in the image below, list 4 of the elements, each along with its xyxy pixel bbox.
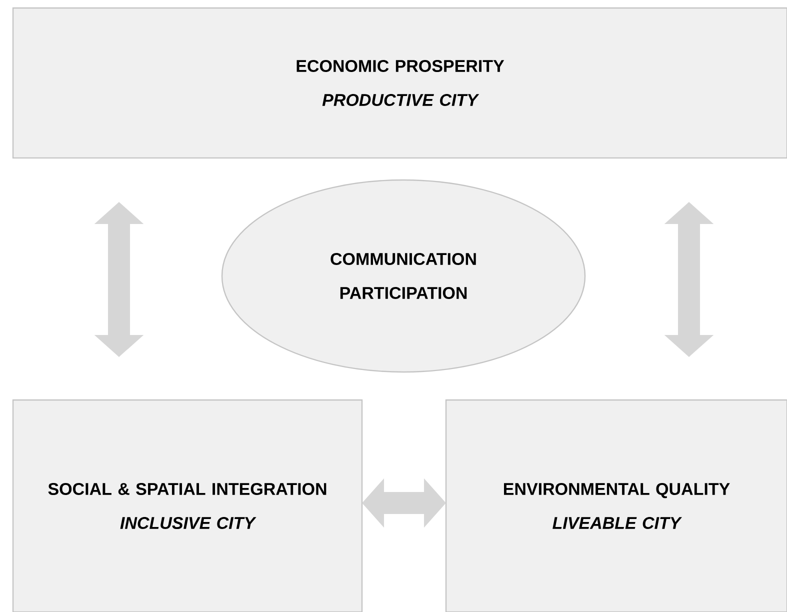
- process-box: SOCIAL & SPATIAL INTEGRATION INCLUSIVE CITY: [12, 399, 363, 612]
- process-box: ECONOMIC PROSPERITY PRODUCTIVE CITY: [12, 7, 787, 159]
- ellipse-node: COMMUNICATION PARTICIPATION: [221, 179, 586, 373]
- process-box: ENVIRONMENTAL QUALITY LIVEABLE CITY: [445, 399, 787, 612]
